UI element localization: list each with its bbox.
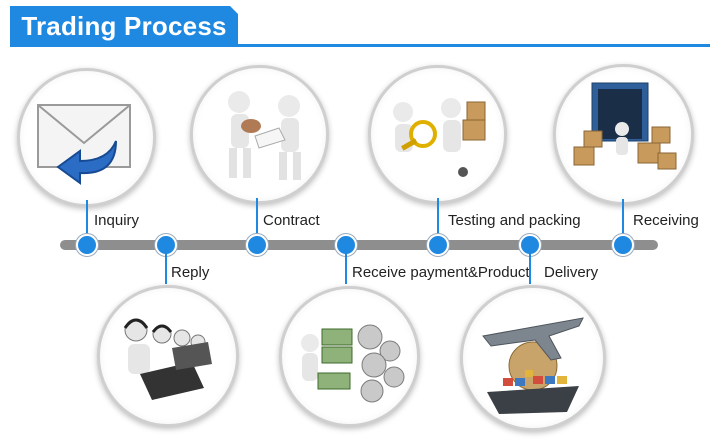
- header-banner: [10, 6, 238, 46]
- testing-marker[interactable]: [427, 234, 449, 256]
- receiving-label: Receiving: [633, 212, 699, 229]
- plane-ship-globe-icon: [482, 317, 584, 414]
- receiving-stem: [622, 199, 624, 244]
- timeline-bar: [60, 240, 658, 250]
- page-title: Trading Process: [21, 11, 227, 41]
- receiving-marker[interactable]: [612, 234, 634, 256]
- container-boxes-icon: [573, 82, 677, 170]
- header-rule: [10, 44, 710, 47]
- payment-image: [279, 286, 420, 427]
- receiving-image: [553, 64, 694, 205]
- reply-image: [97, 285, 239, 427]
- payment-label: Receive payment&Product: [352, 264, 530, 281]
- handshake-contract-icon: [228, 91, 301, 180]
- delivery-stem: [529, 246, 531, 284]
- delivery-image: [460, 285, 606, 431]
- testing-stem: [437, 198, 439, 244]
- inquiry-stem: [86, 200, 88, 244]
- money-gears-icon: [301, 324, 405, 403]
- inquiry-label: Inquiry: [94, 212, 140, 229]
- reply-label: Reply: [171, 264, 210, 281]
- reply-stem: [165, 246, 167, 284]
- contract-image: [190, 65, 329, 204]
- contract-label: Contract: [263, 212, 320, 229]
- magnifier-inspection-icon: [393, 98, 486, 177]
- envelope-reply-icon: [37, 104, 131, 185]
- inquiry-image: [17, 68, 156, 207]
- delivery-label: Delivery: [544, 264, 599, 281]
- contract-stem: [256, 198, 258, 244]
- testing-image: [368, 65, 507, 204]
- testing-label: Testing and packing: [448, 212, 581, 229]
- call-center-icon: [123, 318, 212, 400]
- contract-marker[interactable]: [246, 234, 268, 256]
- inquiry-marker[interactable]: [76, 234, 98, 256]
- payment-stem: [345, 246, 347, 284]
